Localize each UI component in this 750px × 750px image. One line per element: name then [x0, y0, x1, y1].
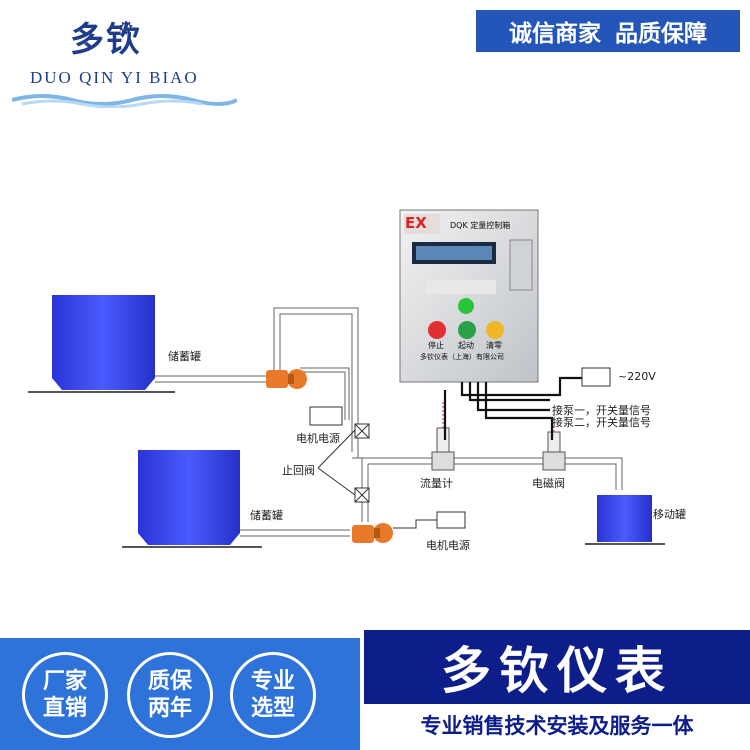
cabinet-company: 多钦仪表（上海）有限公司: [420, 353, 504, 361]
badge-3-line-1: 专业: [250, 668, 295, 694]
voltage-label: ~220V: [618, 370, 656, 383]
storage-tank-2: [122, 450, 262, 548]
ex-mark: EX: [405, 214, 427, 232]
clear-button-label: 清零: [486, 341, 502, 350]
tank-2-label: 储蓄罐: [250, 509, 283, 522]
check-valve-2: [354, 487, 370, 503]
storage-tank-1: [28, 295, 175, 393]
badge-2-line-2: 两年: [147, 696, 192, 721]
motor-power-label-2: 电机电源: [426, 539, 470, 552]
solenoid-valve-label: 电磁阀: [532, 477, 565, 490]
badge-warranty: 质保 两年: [127, 652, 213, 738]
check-valve-label: 止回阀: [282, 464, 315, 477]
badge-1-line-1: 厂家: [42, 668, 87, 694]
logo-brand-en: DUO QIN YI BIAO: [30, 68, 199, 87]
control-cabinet: [399, 209, 539, 383]
gear-icon: ⚙: [118, 18, 135, 39]
power-supply-box: [581, 367, 611, 387]
flowmeter-label: 流量计: [420, 477, 453, 490]
stop-button-label: 停止: [428, 341, 444, 350]
badge-factory-direct: 厂家 直销: [22, 652, 108, 738]
motor-power-box-2: [436, 511, 466, 529]
flowmeter: [431, 400, 455, 471]
quality-banner: 诚信商家 品质保障: [476, 10, 740, 52]
logo-wave-icon: [12, 94, 237, 108]
badge-1-line-2: 直销: [42, 696, 87, 721]
badge-2-line-1: 质保: [147, 668, 192, 694]
brand-name: 多钦仪表: [441, 642, 673, 700]
tank-1-label: 储蓄罐: [168, 350, 201, 363]
cabinet-title: DQK 定量控制箱: [450, 221, 511, 230]
process-diagram: [28, 209, 665, 548]
banner-part-1: 诚信商家: [509, 21, 601, 47]
start-button-label: 起动: [458, 341, 474, 350]
pump-2: [352, 523, 393, 543]
mobile-tank-label: 移动罐: [653, 508, 686, 521]
badge-selection: 专业 选型: [230, 652, 316, 738]
mobile-tank: [585, 495, 665, 545]
pump-1: [266, 369, 307, 389]
motor-power-label-1: 电机电源: [296, 432, 340, 445]
brand-panel-header: [364, 630, 750, 704]
motor-power-box-1: [309, 406, 343, 426]
check-valve-1: [354, 423, 370, 439]
pump-2-signal-label: 接泵二，开关量信号: [552, 416, 651, 429]
pump-1-signal-label: 接泵一，开关量信号: [552, 404, 651, 417]
logo-brand-cn: 多钦: [70, 20, 142, 60]
brand-slogan: 专业销售技术安装及服务一体: [420, 714, 694, 738]
banner-part-2: 品质保障: [615, 21, 707, 47]
badge-3-line-2: 选型: [250, 696, 295, 721]
